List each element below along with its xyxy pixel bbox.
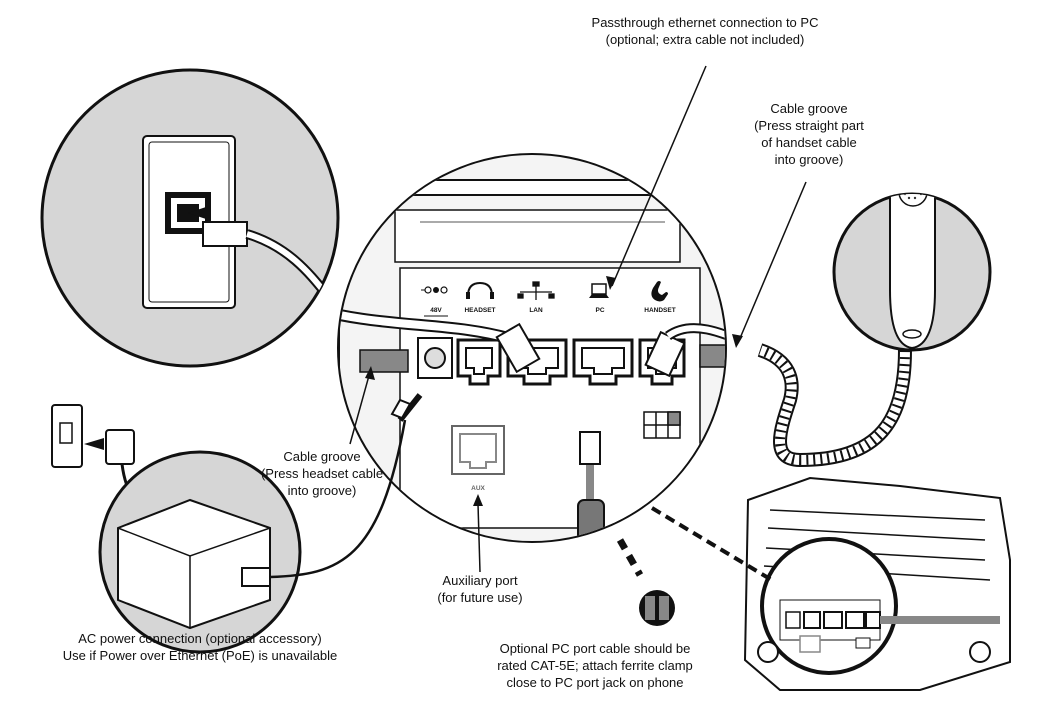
- right-groove-line3: of handset cable: [761, 135, 857, 150]
- right-cable-groove: [699, 344, 725, 368]
- ac-power-line1: AC power connection (optional accessory): [78, 631, 322, 646]
- pc-port-label: PC: [595, 307, 604, 314]
- left-cable-groove: [359, 349, 409, 373]
- power-port-label: 48V: [430, 307, 442, 314]
- ferrite-clamp-detail: [639, 590, 675, 626]
- passthrough-caption-line2: (optional; extra cable not included): [605, 32, 805, 47]
- right-groove-leader: [737, 181, 807, 344]
- left-groove-line2: (Press headset cable: [260, 466, 384, 481]
- module-grid: [643, 411, 681, 439]
- aux-port: [451, 425, 505, 475]
- right-groove-caption: Cable groove (Press straight part of han…: [714, 100, 904, 168]
- passthrough-caption-line1: Passthrough ethernet connection to PC: [591, 15, 819, 30]
- adapter-cord: [269, 419, 407, 579]
- inset-leader: [650, 506, 777, 584]
- computer-icon: [589, 283, 609, 298]
- headset-icon: [466, 281, 494, 299]
- left-groove-line3: into groove): [287, 483, 357, 498]
- phone-base-inset: [743, 476, 1011, 691]
- aux-caption-line2: (for future use): [437, 590, 523, 605]
- left-groove-line1: Cable groove: [283, 449, 361, 464]
- aux-port-label: AUX: [471, 485, 485, 492]
- arrow-into-jack: [188, 207, 206, 219]
- pc-cable-line2: rated CAT-5E; attach ferrite clamp: [497, 658, 693, 673]
- pc-cable-caption: Optional PC port cable should be rated C…: [470, 640, 720, 691]
- pc-cable-line1: Optional PC port cable should be: [499, 641, 691, 656]
- pc-cable-line3: close to PC port jack on phone: [506, 675, 684, 690]
- headset-jack: [456, 338, 502, 386]
- power-adapter-magnifier: [98, 450, 302, 654]
- lan-plug: [495, 322, 541, 374]
- lan-port-label: LAN: [529, 307, 543, 314]
- ac-power-caption: AC power connection (optional accessory)…: [20, 630, 380, 664]
- power-symbol-icon: [421, 286, 448, 294]
- aux-caption: Auxiliary port (for future use): [400, 572, 560, 606]
- right-groove-line4: into groove): [774, 152, 844, 167]
- left-groove-caption: Cable groove (Press headset cable into g…: [232, 448, 412, 499]
- wall-outlet: [51, 404, 136, 501]
- aux-caption-line1: Auxiliary port: [442, 573, 518, 588]
- power-jack: [417, 337, 453, 379]
- headset-port-label: HEADSET: [464, 307, 495, 314]
- handset-magnifier: [832, 192, 992, 352]
- handset-icon: [651, 281, 668, 302]
- handset-port-label: HANDSET: [644, 307, 675, 314]
- right-groove-line1: Cable groove: [770, 101, 848, 116]
- network-icon: [517, 281, 555, 300]
- left-groove-leader: [349, 371, 371, 445]
- pc-jack: [572, 338, 634, 386]
- wall-jack-magnifier: [40, 68, 340, 368]
- handset-coil-cord: [757, 343, 912, 468]
- ac-power-line2: Use if Power over Ethernet (PoE) is unav…: [62, 648, 338, 663]
- right-groove-line2: (Press straight part: [754, 118, 864, 133]
- passthrough-caption: Passthrough ethernet connection to PC (o…: [540, 14, 870, 48]
- passthrough-leader: [611, 65, 707, 287]
- aux-leader: [477, 503, 481, 573]
